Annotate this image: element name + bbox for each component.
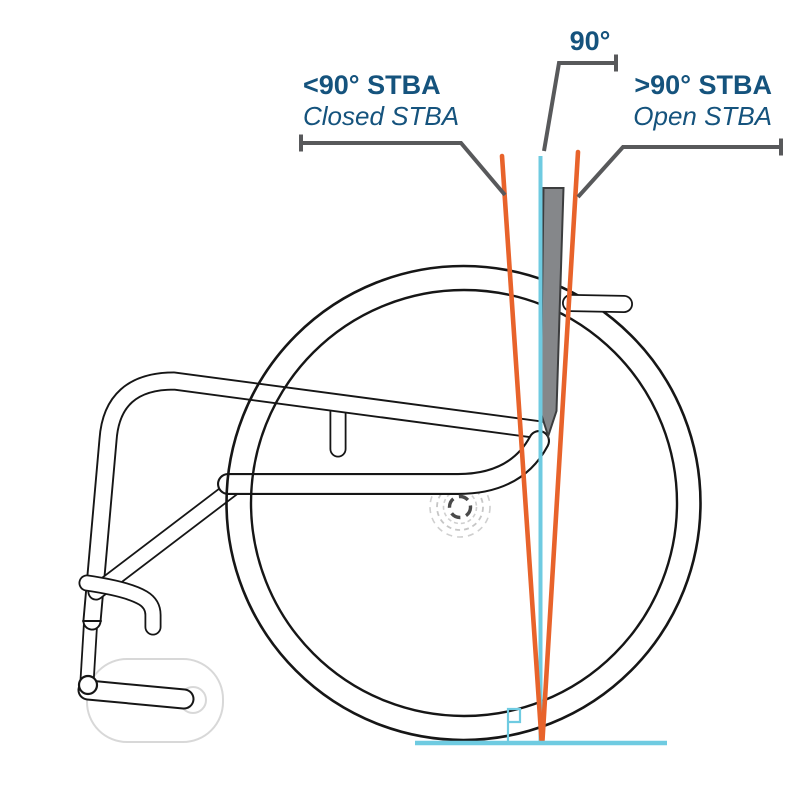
footrest-hanger <box>78 574 162 636</box>
open-label-leader <box>576 145 781 199</box>
ninety-label-leader <box>542 61 616 152</box>
ninety-degree-label: 90° <box>569 26 611 56</box>
wheelchair-frame <box>77 371 551 710</box>
caster-axle <box>77 674 99 696</box>
rear-wheel <box>225 264 702 742</box>
backrest-pad <box>539 187 565 440</box>
open-stba-line <box>540 149 581 743</box>
axle-nut <box>447 494 473 520</box>
closed-stba-label: <90° STBA Closed STBA <box>303 70 459 132</box>
closed-stba-subline: Closed STBA <box>303 101 460 131</box>
right-angle-marker <box>506 707 522 743</box>
closed-label-leader <box>301 141 507 197</box>
closed-stba-headline: <90° STBA <box>303 70 441 100</box>
handrim <box>249 288 679 718</box>
lower-rail <box>217 430 550 495</box>
push-handle <box>562 294 633 313</box>
tire <box>225 264 702 742</box>
open-stba-label: >90° STBA Open STBA <box>633 70 772 132</box>
leader-lines <box>299 54 783 199</box>
footplate-tube <box>77 679 195 710</box>
open-stba-subline: Open STBA <box>633 101 772 131</box>
closed-stba-line <box>499 153 544 743</box>
front-post-and-seat-rail <box>82 371 551 631</box>
diagonal-brace <box>87 478 243 601</box>
open-stba-headline: >90° STBA <box>634 70 772 100</box>
